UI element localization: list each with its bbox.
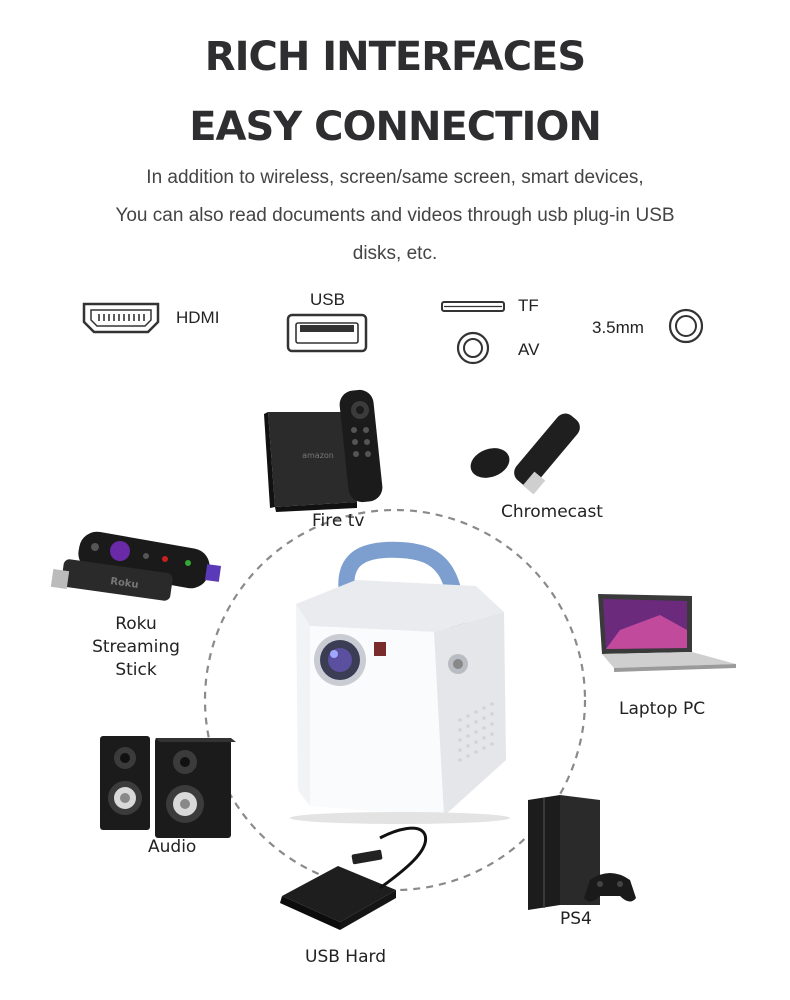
roku-device: Roku [50, 531, 222, 601]
device-label-usb-hard: USB Hard [305, 947, 386, 967]
device-label-roku-line-3: Stick [115, 660, 157, 680]
device-label-ps4: PS4 [560, 909, 592, 929]
projector-image [290, 541, 510, 824]
description-line-3: disks, etc. [352, 243, 438, 264]
device-label-laptop: Laptop PC [619, 699, 706, 719]
hdmi-port-icon [82, 302, 160, 334]
description-line-1: In addition to wireless, screen/same scr… [146, 167, 644, 188]
device-label-roku-line-1: Roku [115, 614, 157, 634]
audio-jack-icon [668, 308, 704, 344]
audio-speakers [100, 736, 236, 838]
tf-slot-icon [441, 301, 505, 312]
device-label-chromecast: Chromecast [501, 502, 603, 522]
port-label-av: AV [518, 340, 540, 359]
fire-tv-device: amazon [264, 389, 383, 512]
roku-stick-label: Roku [110, 576, 140, 591]
usb-hard-drive-device [280, 826, 428, 930]
device-label-roku: Roku Streaming Stick [86, 613, 186, 682]
port-label-tf: TF [518, 296, 539, 315]
av-port-icon [456, 331, 490, 365]
description-line-2: You can also read documents and videos t… [115, 205, 675, 226]
headline-easy-connection: EASY CONNECTION [189, 104, 602, 150]
ps4-device [528, 795, 636, 910]
usb-port-icon [286, 313, 368, 353]
headline-rich-interfaces: RICH INTERFACES [204, 34, 586, 80]
port-label-usb: USB [310, 290, 345, 309]
laptop-device [598, 594, 736, 672]
device-label-fire-tv: Fire tv [312, 511, 365, 531]
chromecast-device [470, 413, 580, 495]
device-label-roku-line-2: Streaming [92, 637, 180, 657]
port-label-audio-jack: 3.5mm [592, 318, 644, 337]
port-label-hdmi: HDMI [176, 308, 220, 327]
connection-circle [203, 508, 587, 892]
device-label-audio: Audio [148, 837, 197, 857]
amazon-box-label: amazon [302, 451, 334, 460]
